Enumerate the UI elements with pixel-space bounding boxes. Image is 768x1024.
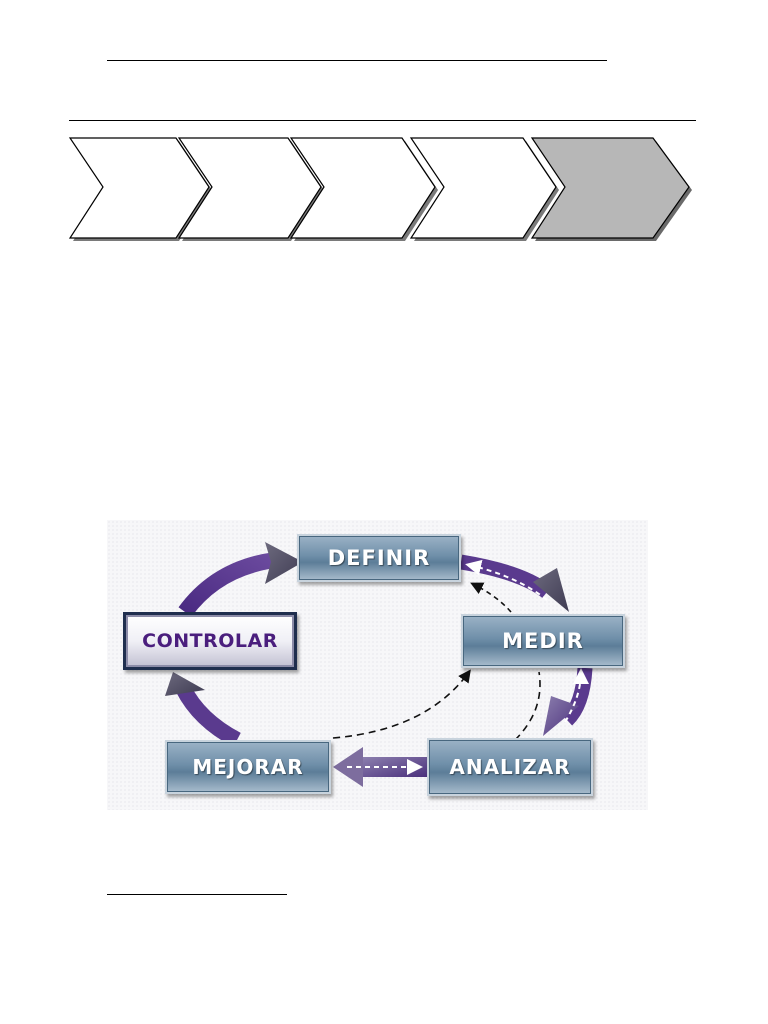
stage-definir: DEFINIR [297,534,461,582]
chevron-2 [177,137,324,241]
cycle-arrows-layer [165,542,593,787]
arrow-medir-to-analizar-head [543,696,579,736]
stage-mejorar: MEJORAR [165,740,331,794]
chevron-4-shape [409,137,557,239]
dmaic-cycle-diagram: DEFINIR MEDIR ANALIZAR MEJORAR CONTROLAR [107,520,648,810]
dashed-arrow-mejorar-to-medir [332,669,471,739]
arrow-controlar-to-definir-head [265,542,303,584]
chevron-3 [289,137,438,241]
dashed-arrow-medir-to-definir [470,582,512,613]
arrow-mejorar-to-controlar-head [165,672,205,696]
chevron-3-shape [289,137,436,239]
arrow-mejorar-to-controlar [175,684,241,748]
chevron-5-highlighted [530,137,692,241]
footnote-rule [107,894,287,895]
process-chevron-strip [68,137,692,241]
return-arrow-analizar-to-medir [564,668,589,723]
stage-controlar: CONTROLAR [123,612,297,670]
chevron-1-shape [68,137,210,239]
stage-medir: MEDIR [461,614,625,668]
chevron-1 [68,137,212,241]
arrow-definir-to-medir-head [533,568,569,612]
chevron-5-shape [530,137,690,239]
return-arrow-medir-to-definir [465,559,548,601]
arrow-controlar-to-definir [178,552,277,617]
header-rule [69,120,696,121]
chevron-2-shape [177,137,322,239]
chevron-4 [409,137,559,241]
dashed-arrow-analizar-to-medir [514,671,541,741]
stage-analizar: ANALIZAR [427,738,593,796]
header-rule-top [107,60,607,61]
